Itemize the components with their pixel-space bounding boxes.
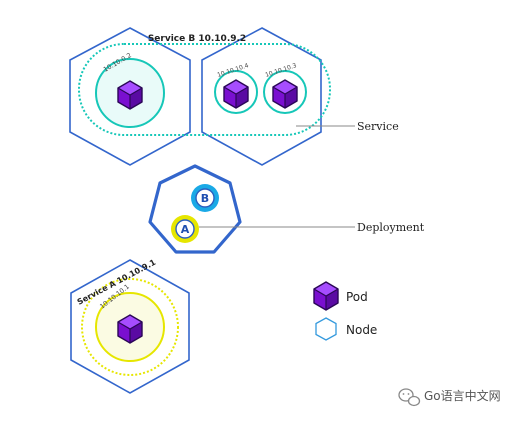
pod-4: 10.10.10.1 [95,283,165,362]
service-a-group: Service A 10.10.9.1 10.10.10.1 [70,258,190,394]
pod-2: 10.10.10.4 [214,62,258,114]
service-b-label: Service B 10.10.9.2 [148,34,246,44]
wechat-icon [398,388,421,407]
legend-node-label: Node [346,323,377,337]
cube-icon [117,314,143,344]
badge-b-letter: B [201,192,209,205]
service-callout-label: Service [357,120,399,133]
service-a-boundary [81,278,179,376]
deployment-heptagon [148,164,242,254]
deployment-group: B A Deployment [148,164,425,254]
cube-icon [272,79,298,109]
legend-hexagon-icon [315,317,337,341]
deployment-badge-a: A [171,215,199,243]
service-b-group: Service B 10.10.9.2 10.10.0.2 10.10.10.4… [69,27,399,166]
cube-icon [223,79,249,109]
service-b-boundary [78,43,331,136]
legend-cube-icon [313,281,339,311]
node-hexagon-2 [201,27,322,166]
node-hexagon-1 [69,27,191,166]
node-hexagon-3 [70,259,190,394]
legend: Pod Node [313,281,377,341]
pod-3: 10.10.10.3 [263,62,307,114]
pod-1: 10.10.0.2 [95,51,165,128]
watermark-text: Go语言中文网 [424,388,501,403]
cube-icon [117,80,143,110]
badge-a-letter: A [181,223,190,236]
deployment-badge-b: B [191,184,219,212]
deployment-callout-label: Deployment [357,221,425,234]
watermark: Go语言中文网 [398,388,501,407]
legend-pod-label: Pod [346,290,368,304]
